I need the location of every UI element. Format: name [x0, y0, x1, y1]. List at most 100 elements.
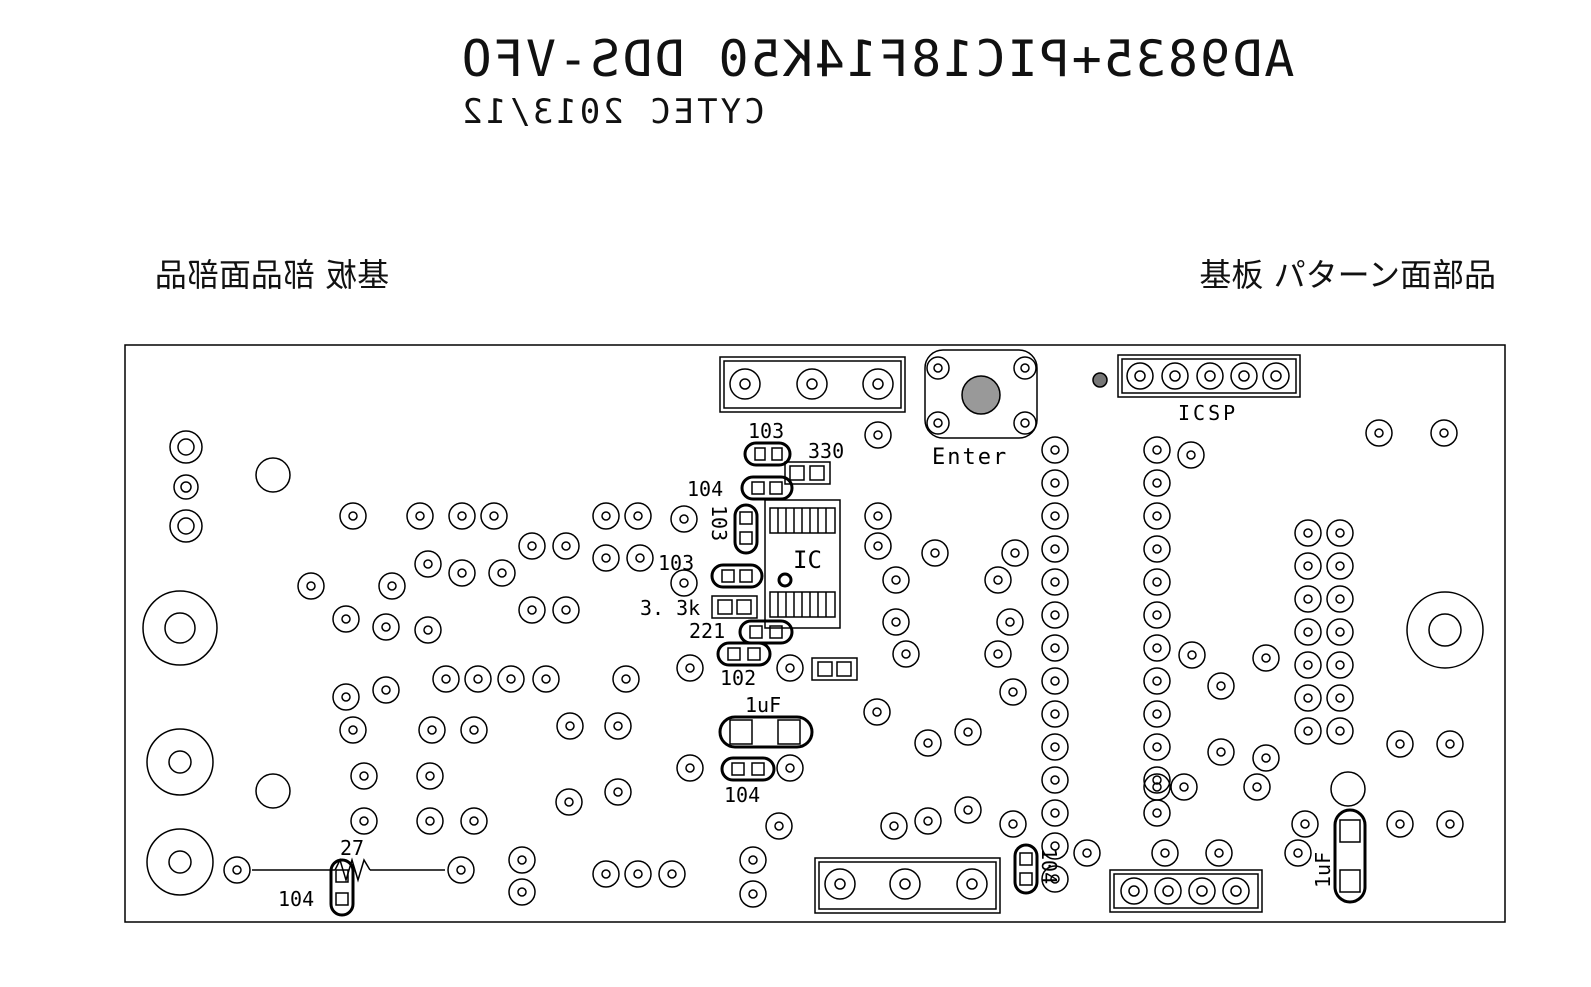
pad-hole-109	[1152, 577, 1162, 587]
pad-42	[999, 678, 1027, 706]
pad-111	[1143, 634, 1171, 662]
pad-22	[984, 566, 1012, 594]
pad-hole-88	[1445, 819, 1455, 829]
pad-18	[297, 572, 325, 600]
pad-78	[1252, 644, 1280, 672]
label-enter: Enter	[932, 445, 1008, 470]
pad-hole-21	[891, 575, 901, 585]
pad-hole-49	[923, 738, 933, 748]
pad-96	[1041, 601, 1069, 629]
pad-hole-121	[1303, 660, 1313, 670]
label-104-c: 104	[278, 887, 314, 911]
pad-hole-130	[1335, 726, 1345, 736]
pad-hole-129	[1335, 693, 1345, 703]
pad-31	[892, 640, 920, 668]
pad-hole-30	[1005, 617, 1015, 627]
pad-hole-61	[889, 821, 899, 831]
pad-6	[670, 505, 698, 533]
label-1uf-b: 1uF	[1311, 852, 1335, 888]
pad-hole-52	[425, 771, 435, 781]
pad-hole-10	[457, 568, 467, 578]
pad-37	[432, 665, 460, 693]
pad-hole-93	[1050, 511, 1060, 521]
pad-hole-96	[1050, 610, 1060, 620]
pad-hole-12	[527, 541, 537, 551]
pad-45	[460, 716, 488, 744]
pad-28	[552, 596, 580, 624]
label-103-vertical: 103	[707, 505, 731, 541]
pad-hole-48	[872, 707, 882, 717]
pad-23	[1001, 539, 1029, 567]
pad-90	[1284, 839, 1312, 867]
label-104-b: 104	[724, 783, 760, 807]
pad-40	[532, 665, 560, 693]
pad-65	[508, 846, 536, 874]
pad-hole-77	[1216, 681, 1226, 691]
pad-hole-50	[963, 727, 973, 737]
pad-hole-16	[873, 541, 883, 551]
pad-54	[776, 754, 804, 782]
pad-hole-55	[564, 797, 574, 807]
pad-hole-80	[1261, 753, 1271, 763]
label-221: 221	[689, 619, 725, 643]
pad-hole-35	[341, 692, 351, 702]
pad-82	[1243, 773, 1271, 801]
pad-hole-38	[473, 674, 483, 684]
pad-84	[1430, 419, 1458, 447]
pad-9	[414, 550, 442, 578]
pad-100	[1041, 733, 1069, 761]
pad-69	[658, 860, 686, 888]
pad-16	[864, 532, 892, 560]
pad-hole-37	[441, 674, 451, 684]
pad-hole-5	[633, 511, 643, 521]
pad-hole-82	[1252, 782, 1262, 792]
pad-38	[464, 665, 492, 693]
pad-hole-23	[1010, 548, 1020, 558]
pad-hole-65	[517, 855, 527, 865]
pad-80	[1252, 744, 1280, 772]
pad-74	[1205, 839, 1233, 867]
pad-hole-73	[1160, 848, 1170, 858]
pad-hole-104	[1050, 874, 1060, 884]
pad-hole-106	[1152, 478, 1162, 488]
pad-hole-20	[679, 578, 689, 588]
pad-hole-7	[873, 511, 883, 521]
pad-hole-41	[621, 674, 631, 684]
pad-hole-40	[541, 674, 551, 684]
pad-hole-126	[1335, 594, 1345, 604]
pad-2	[448, 502, 476, 530]
pad-81	[1170, 773, 1198, 801]
pad-51	[350, 762, 378, 790]
pad-122	[1294, 684, 1322, 712]
pad-hole-2	[457, 511, 467, 521]
pad-3	[480, 502, 508, 530]
pad-hole-18	[306, 581, 316, 591]
pad-104	[1041, 865, 1069, 893]
pad-109	[1143, 568, 1171, 596]
pad-hole-3	[489, 511, 499, 521]
pad-hole-6	[679, 514, 689, 524]
pad-35	[332, 683, 360, 711]
pad-57	[350, 807, 378, 835]
pad-hole-14	[601, 553, 611, 563]
pad-124	[1326, 519, 1354, 547]
pad-7	[864, 502, 892, 530]
board-outline	[124, 344, 1506, 923]
pad-hole-103	[1050, 841, 1060, 851]
pad-hole-60	[774, 821, 784, 831]
pad-hole-33	[685, 663, 695, 673]
pad-hole-43	[348, 725, 358, 735]
component-labels: 103 330 104 103 103 3. 3k 221 102 1uF 10…	[278, 401, 1335, 911]
right-heading: 基板 パターン面部品	[1199, 256, 1496, 294]
pad-13	[552, 532, 580, 560]
pad-131	[1143, 773, 1171, 801]
pad-125	[1326, 552, 1354, 580]
pad-hole-17	[930, 548, 940, 558]
pad-hole-69	[667, 869, 677, 879]
pad-70	[739, 846, 767, 874]
pad-47	[604, 712, 632, 740]
pad-hole-44	[427, 725, 437, 735]
pad-93	[1041, 502, 1069, 530]
pad-58	[416, 807, 444, 835]
pad-115	[1143, 766, 1171, 794]
